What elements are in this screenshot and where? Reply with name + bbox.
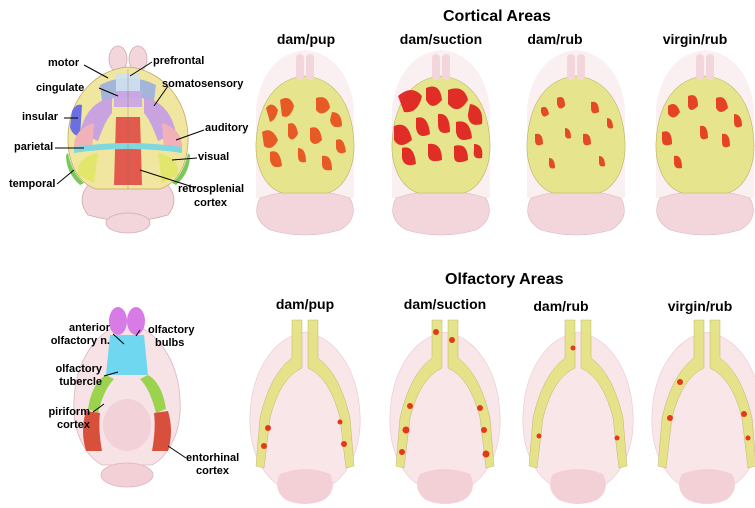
label-olfactory-bulbs-2: bulbs [155, 337, 184, 350]
label-somatosensory: somatosensory [162, 78, 243, 91]
label-piriform-cortex: cortex [14, 419, 90, 432]
olfactory-brain-dam-rub [513, 318, 643, 508]
cortical-brain-dam-suction [376, 48, 506, 238]
cortical-col-title: dam/suction [386, 31, 496, 47]
label-cingulate: cingulate [36, 82, 84, 95]
olfactory-col-title: virgin/rub [650, 298, 750, 314]
cortical-col-title: virgin/rub [640, 31, 750, 47]
label-auditory: auditory [205, 122, 248, 135]
cortical-section-title: Cortical Areas [443, 8, 551, 26]
cortical-col-title: dam/pup [266, 31, 346, 47]
label-anterior-olfactory-n: olfactory n. [24, 335, 110, 348]
label-retrosplenial-cortex: cortex [194, 197, 227, 210]
label-entorhinal: entorhinal [186, 452, 239, 465]
olfactory-col-title: dam/suction [385, 296, 505, 312]
label-entorhinal-cortex: cortex [196, 465, 229, 478]
olfactory-col-title: dam/pup [260, 296, 350, 312]
cortical-brain-dam-pup [240, 48, 370, 238]
label-olfactory-bulbs: olfactory [148, 324, 194, 337]
olfactory-brain-dam-pup [240, 318, 370, 508]
label-visual: visual [198, 151, 229, 164]
cortical-brain-virgin-rub [640, 48, 755, 238]
label-parietal: parietal [14, 141, 53, 154]
label-motor: motor [48, 57, 79, 70]
label-prefrontal: prefrontal [153, 55, 204, 68]
cortical-brain-dam-rub [511, 48, 641, 238]
label-temporal: temporal [9, 178, 55, 191]
olfactory-col-title: dam/rub [521, 298, 601, 314]
label-anterior: anterior [38, 322, 110, 335]
olfactory-section-title: Olfactory Areas [445, 271, 564, 289]
cortical-atlas-brain [58, 45, 198, 235]
label-olfactory-tubercle: olfactory [24, 363, 102, 376]
olfactory-brain-dam-suction [380, 318, 510, 508]
olfactory-brain-virgin-rub [642, 318, 755, 508]
label-olfactory-tubercle-2: tubercle [24, 376, 102, 389]
label-retrosplenial: retrosplenial [178, 183, 244, 196]
cortical-col-title: dam/rub [510, 31, 600, 47]
label-piriform: piriform [14, 406, 90, 419]
label-insular: insular [22, 111, 58, 124]
